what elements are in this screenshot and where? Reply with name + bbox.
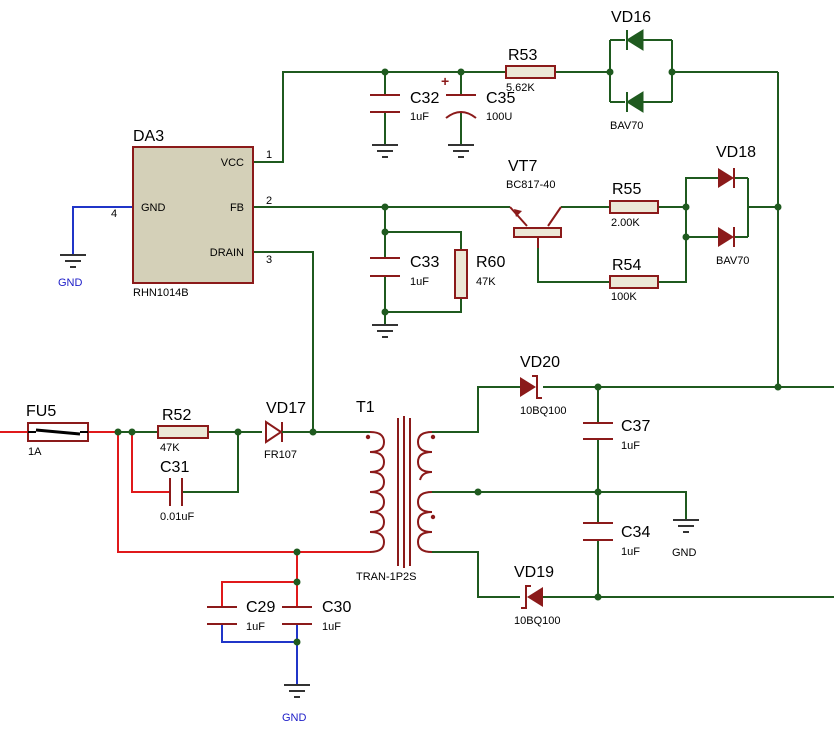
c35-value: 100U: [486, 111, 512, 123]
vd18-part: BAV70: [716, 255, 749, 267]
vd18-ref: VD18: [716, 144, 756, 161]
capacitor-c35[interactable]: +: [441, 73, 477, 119]
c31-value: 0.01uF: [160, 511, 195, 523]
vt7-ref: VT7: [508, 158, 537, 175]
r60-value: 47K: [476, 276, 496, 288]
fuse-fu5[interactable]: [27, 422, 89, 442]
fu5-ref: FU5: [26, 403, 56, 420]
vd16-part: BAV70: [610, 120, 643, 132]
vt7-part: BC817-40: [506, 179, 556, 191]
wires-signal: [118, 40, 834, 598]
ground-icon: [372, 324, 398, 338]
diode-vd20[interactable]: [520, 375, 542, 399]
vd17-part: FR107: [264, 449, 297, 461]
ground-label-right: GND: [672, 547, 697, 559]
c35-ref: C35: [486, 90, 515, 107]
transformer-t1[interactable]: [365, 416, 436, 568]
ic-pin-drain: DRAIN: [210, 247, 244, 259]
ground-icon: [448, 144, 474, 158]
c30-ref: C30: [322, 599, 351, 616]
vd19-ref: VD19: [514, 564, 554, 581]
r52-ref: R52: [162, 407, 191, 424]
ground-label-bottom: GND: [282, 712, 307, 724]
vd16-ref: VD16: [611, 9, 651, 26]
wires-live: [0, 431, 370, 607]
ic-pin-num-3: 3: [266, 254, 272, 266]
resistor-r55[interactable]: [609, 200, 659, 214]
wires-ground: [72, 206, 298, 685]
capacitor-c37[interactable]: [583, 422, 613, 440]
diode-vd19[interactable]: [521, 585, 543, 609]
vd20-part: 10BQ100: [520, 405, 566, 417]
transistor-vt7[interactable]: [509, 206, 562, 248]
ground-label-left: GND: [58, 277, 83, 289]
ground-icon: [60, 254, 86, 268]
r55-ref: R55: [612, 181, 641, 198]
c34-value: 1uF: [621, 546, 640, 558]
r52-value: 47K: [160, 442, 180, 454]
c31-ref: C31: [160, 459, 189, 476]
resistor-r54[interactable]: [609, 275, 659, 289]
r60-ref: R60: [476, 254, 505, 271]
capacitor-c30[interactable]: [282, 606, 312, 625]
capacitor-c29[interactable]: [207, 606, 237, 625]
fu5-value: 1A: [28, 446, 42, 458]
c32-ref: C32: [410, 90, 439, 107]
c33-value: 1uF: [410, 276, 429, 288]
capacitor-c31[interactable]: [169, 478, 183, 506]
ic-pin-gnd: GND: [141, 202, 166, 214]
capacitor-c34[interactable]: [583, 522, 613, 541]
c30-value: 1uF: [322, 621, 341, 633]
ic-da3[interactable]: DA3 RHN1014B VCC FB DRAIN GND 1 2 3 4: [111, 128, 272, 299]
ground-icon: [673, 519, 699, 533]
vd19-part: 10BQ100: [514, 615, 560, 627]
t1-ref: T1: [356, 399, 375, 416]
r54-value: 100K: [611, 291, 637, 303]
c29-ref: C29: [246, 599, 275, 616]
r54-ref: R54: [612, 257, 641, 274]
t1-part: TRAN-1P2S: [356, 571, 417, 583]
r53-value: 5.62K: [506, 82, 535, 94]
c37-value: 1uF: [621, 440, 640, 452]
vd20-ref: VD20: [520, 354, 560, 371]
ic-pin-fb: FB: [230, 202, 244, 214]
resistor-r52[interactable]: [157, 425, 209, 439]
diode-vd18[interactable]: [700, 168, 748, 247]
resistor-r53[interactable]: [505, 65, 556, 79]
diode-vd17[interactable]: [265, 420, 290, 444]
ground-icon: [372, 144, 398, 158]
ground-icon: [284, 684, 310, 698]
diode-vd16[interactable]: [610, 29, 672, 113]
resistor-r60[interactable]: [454, 249, 468, 299]
c35-polarity: +: [441, 73, 449, 89]
c29-value: 1uF: [246, 621, 265, 633]
r55-value: 2.00K: [611, 217, 640, 229]
c37-ref: C37: [621, 418, 650, 435]
ic-da3-ref: DA3: [133, 128, 164, 145]
ic-pin-vcc: VCC: [221, 157, 244, 169]
junctions: [114, 68, 782, 646]
c34-ref: C34: [621, 524, 650, 541]
capacitor-c33[interactable]: [370, 257, 400, 277]
ic-pin-num-1: 1: [266, 149, 272, 161]
c33-ref: C33: [410, 254, 439, 271]
ic-da3-part: RHN1014B: [133, 287, 189, 299]
r53-ref: R53: [508, 47, 537, 64]
c32-value: 1uF: [410, 111, 429, 123]
capacitor-c32[interactable]: [370, 94, 400, 113]
ic-pin-num-4: 4: [111, 208, 117, 220]
ic-pin-num-2: 2: [266, 195, 272, 207]
vd17-ref: VD17: [266, 400, 306, 417]
